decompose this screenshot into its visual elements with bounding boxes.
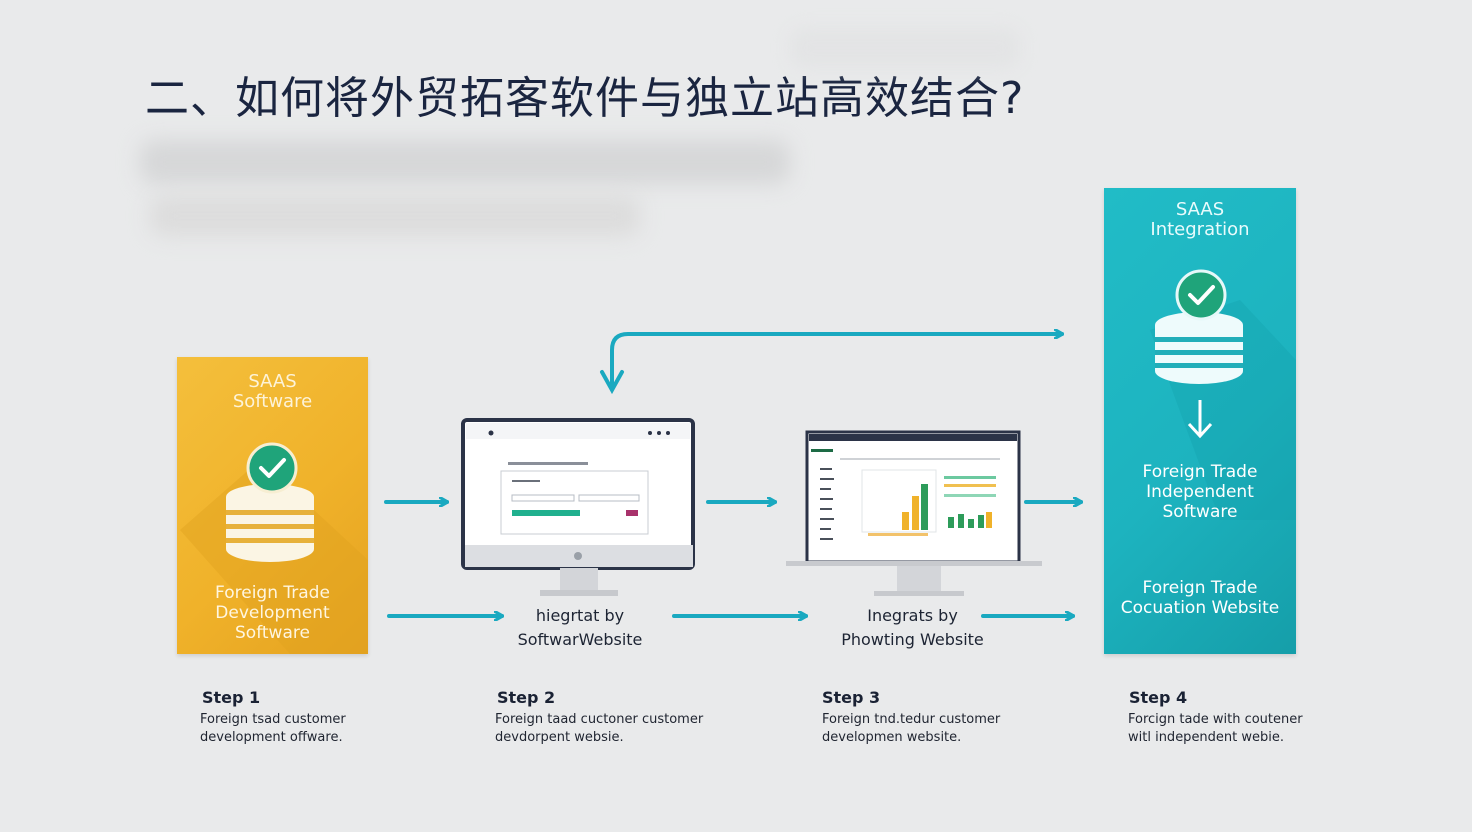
check-icon [246,442,298,494]
step-2-label: Step 2 [497,688,556,707]
saas-software-title: SAAS Software [232,371,313,412]
blurred-subtitle-line [140,140,790,184]
arrow-down-icon [1187,400,1213,439]
page-title: 二、如何将外贸拓客软件与独立站高效结合? [145,73,1025,124]
blurred-subtitle-line [150,196,640,236]
flow-arrows [384,334,1083,616]
database-icon [226,484,314,562]
saas-software-subtitle: Foreign Trade Development Software [215,583,330,643]
saas-integration-title: SAAS Integration [1150,199,1250,240]
step-4-label: Step 4 [1129,688,1188,707]
dashboard-monitor-illustration [786,430,1042,596]
step-4-description: Forcign tade with coutener witl independ… [1128,712,1303,745]
flow-label-2: Inegrats by Phowting Website [841,606,984,649]
monitor-illustration [461,418,695,596]
step-3-description: Foreign tnd.tedur customer developmen we… [822,712,1001,745]
blurred-header-patch [790,28,1020,68]
step-2-description: Foreign taad cuctoner customer devdorpen… [495,712,704,745]
step-3-label: Step 3 [822,688,881,707]
saas-integration-bottom-text: Foreign Trade Cocuation Website [1120,578,1280,618]
step-1-description: Foreign tsad customer development offwar… [200,712,346,745]
database-icon [1155,312,1243,384]
step-1-label: Step 1 [202,688,261,707]
flow-label-1: hiegrtat by SoftwarWebsite [517,606,643,649]
check-icon [1175,269,1227,321]
saas-integration-middle-text: Foreign Trade Independent Software [1142,462,1258,522]
